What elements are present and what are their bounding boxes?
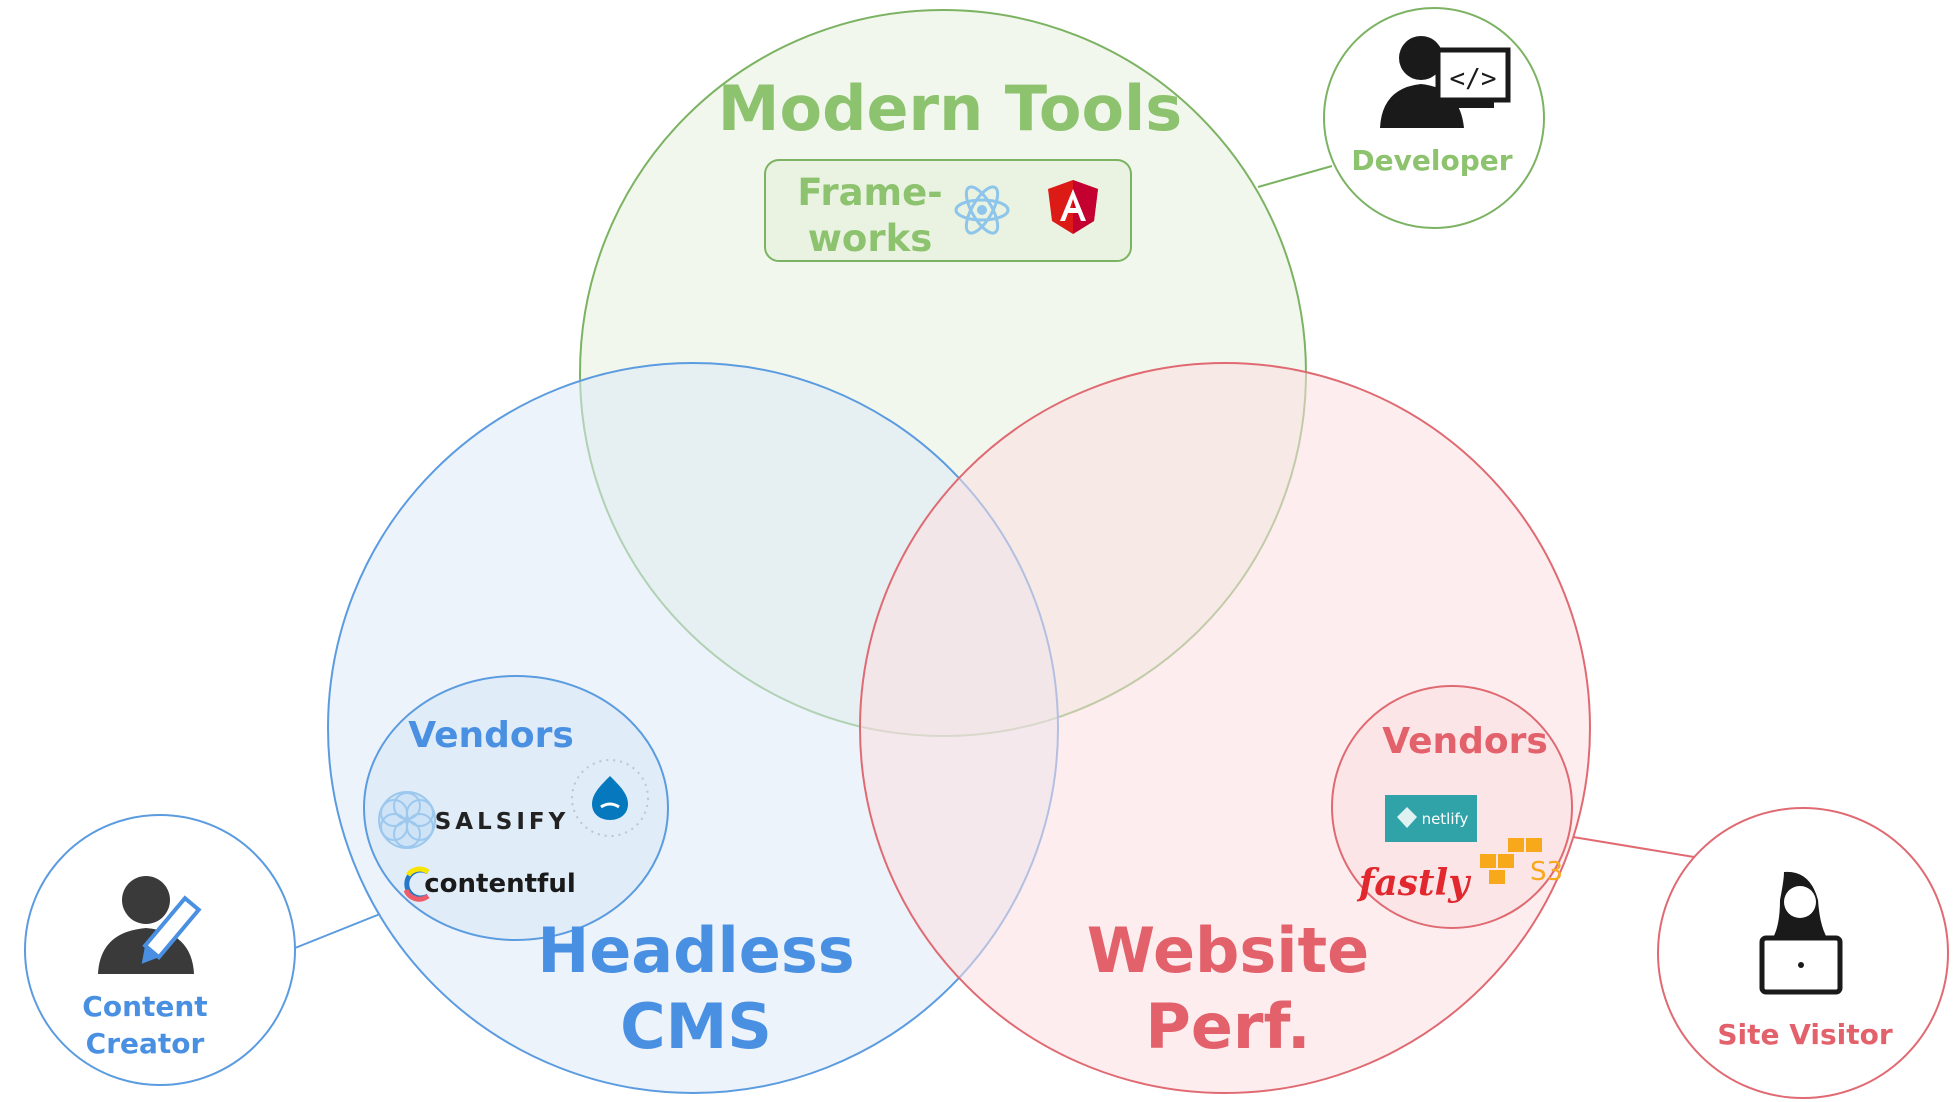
aws-s3-icon: S3 (1480, 838, 1563, 887)
cms-vendors-title: Vendors (408, 715, 574, 756)
frameworks-label-2: works (808, 217, 932, 260)
developer-connector (1257, 165, 1333, 188)
modern-tools-title: Modern Tools (718, 72, 1182, 145)
fastly-label: fastly (1356, 862, 1471, 904)
content-creator-label-1: Content (82, 990, 207, 1023)
developer-icon: </> (1380, 36, 1511, 128)
content-creator-connector (294, 913, 381, 949)
frameworks-label-1: Frame- (797, 171, 942, 214)
salsify-icon (378, 791, 436, 849)
developer-label: Developer (1351, 144, 1512, 177)
drupal-icon (571, 759, 649, 837)
s3-label: S3 (1530, 857, 1563, 887)
site-visitor-icon (1759, 871, 1843, 995)
site-visitor-label: Site Visitor (1717, 1018, 1893, 1051)
contentful-label: contentful (424, 869, 576, 899)
salsify-label: SALSIFY (435, 809, 570, 835)
developer-code-glyph: </> (1450, 64, 1497, 94)
website-perf-title-1: Website (1087, 914, 1369, 987)
frameworks-box (764, 159, 1132, 262)
angular-icon (1048, 180, 1098, 234)
perf-vendors-title: Vendors (1382, 721, 1548, 762)
react-icon (954, 185, 1010, 235)
cms-vendors-circle (363, 675, 669, 941)
site-visitor-connector (1572, 836, 1701, 859)
headless-cms-title-1: Headless (537, 914, 854, 987)
website-perf-title-2: Perf. (1145, 990, 1310, 1063)
netlify-icon: netlify (1385, 795, 1477, 842)
contentful-icon (403, 866, 430, 902)
headless-cms-title-2: CMS (620, 990, 772, 1063)
content-creator-icon (98, 876, 202, 974)
content-creator-label-2: Creator (86, 1027, 205, 1060)
netlify-label: netlify (1422, 810, 1469, 828)
